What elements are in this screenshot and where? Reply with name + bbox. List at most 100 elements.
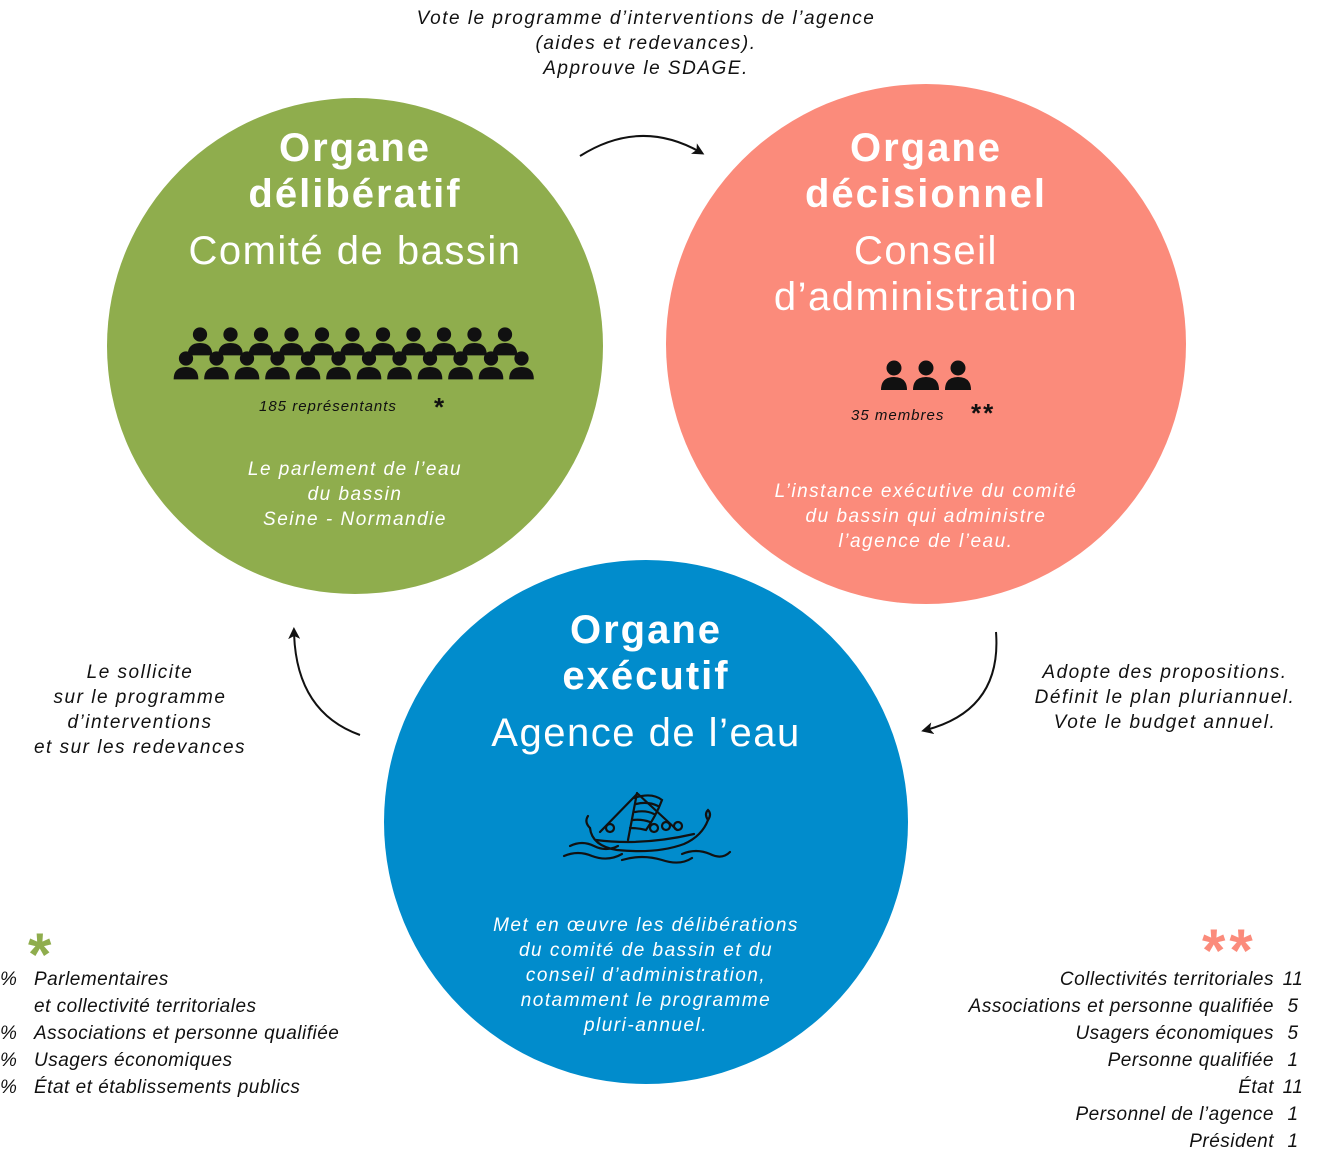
deliberatif-title-line2: délibératif	[248, 172, 462, 216]
legend-right-value: 5	[1287, 996, 1299, 1017]
person-icon	[300, 351, 316, 366]
decisionnel-title: Organe décisionnel	[726, 125, 1126, 217]
legend-right-value: 5	[1287, 1023, 1299, 1044]
deliberatif-subtitle: Comité de bassin	[188, 229, 522, 273]
top-flow-text: Vote le programme d’interventions de l’a…	[346, 6, 946, 81]
decisionnel-subtitle-line2: d’administration	[773, 275, 1079, 319]
deliberatif-desc-line2: du bassin	[307, 484, 403, 505]
person-body	[204, 367, 229, 380]
legend-left-label: Parlementaires	[34, 969, 169, 990]
executif-desc-line5: pluri-annuel.	[583, 1015, 709, 1036]
person-icon	[514, 351, 529, 366]
legend-right-item: Associations et personne qualifiée 5	[969, 993, 1312, 1020]
arrow-left	[288, 627, 361, 736]
legend-left-item: %Usagers économiques	[0, 1047, 339, 1074]
person-icon	[886, 360, 902, 376]
executif-description: Met en œuvre les délibérations du comité…	[446, 913, 846, 1038]
legend-right-label: Personnel de l’agence	[1075, 1104, 1274, 1125]
legend-left: % Parlementaires et collectivité territori…	[0, 966, 339, 1101]
person-body	[945, 377, 971, 390]
person-body	[492, 343, 518, 356]
person-icon	[192, 327, 208, 342]
person-icon	[239, 351, 255, 366]
person-body	[417, 367, 443, 380]
legend-right-star: **	[1202, 921, 1257, 981]
executif-desc-line3: conseil d’administration,	[525, 965, 767, 986]
legend-left-star-text: *	[28, 921, 52, 988]
boat-icon	[562, 791, 732, 864]
top-flow-line3: Approuve le SDAGE.	[543, 58, 749, 79]
executif-subtitle: Agence de l’eau	[491, 711, 801, 755]
person-body	[295, 367, 321, 380]
person-icon	[918, 360, 934, 376]
person-body	[248, 343, 274, 356]
person-icon	[483, 351, 499, 366]
person-body	[913, 377, 939, 390]
deliberatif-title-line1: Organe	[278, 126, 432, 170]
decisionnel-subtitle: Conseil d’administration	[676, 228, 1176, 320]
legend-left-item: et collectivité territoriales	[0, 993, 339, 1020]
arrow-right	[921, 631, 998, 735]
person-body	[234, 367, 260, 380]
decisionnel-circle	[666, 84, 1186, 604]
person-body	[340, 343, 365, 356]
left-flow-line1: Le sollicite	[86, 662, 194, 683]
top-flow-line2: (aides et redevances).	[535, 33, 757, 54]
right-flow-line3: Vote le budget annuel.	[1053, 712, 1277, 733]
person-icon	[497, 327, 513, 342]
legend-left-label: Usagers économiques	[34, 1050, 233, 1071]
legend-left-percent: %	[0, 1023, 18, 1044]
right-flow-line1: Adopte des propositions.	[1042, 662, 1288, 683]
legend-right-value: 1	[1287, 1050, 1299, 1071]
decisionnel-title-line2: décisionnel	[804, 172, 1048, 216]
person-body	[401, 343, 426, 356]
person-body	[309, 343, 335, 356]
left-flow-line2: sur le programme	[53, 687, 227, 708]
legend-right-label: Associations et personne qualifiée	[968, 996, 1274, 1017]
person-body	[218, 343, 243, 356]
person-body	[173, 367, 199, 380]
person-icon	[950, 360, 966, 376]
legend-left-star: *	[28, 925, 51, 985]
person-icon	[406, 327, 421, 342]
decisionnel-description: L’instance exécutive du comité du bassin…	[726, 479, 1126, 554]
deliberatif-desc-line1: Le parlement de l’eau	[247, 459, 463, 480]
legend-left-percent: %	[0, 969, 18, 990]
person-body	[326, 367, 351, 380]
person-icon	[422, 351, 438, 366]
person-body	[279, 343, 304, 356]
legend-right-value: 1	[1287, 1131, 1299, 1152]
deliberatif-title: Organe délibératif	[155, 125, 555, 217]
person-body	[187, 343, 213, 356]
left-flow-line3: d’interventions	[67, 712, 213, 733]
person-icon	[436, 327, 452, 342]
executif-circle	[384, 560, 908, 1084]
executif-title-line2: exécutif	[562, 654, 730, 698]
person-body	[881, 377, 907, 390]
person-body	[356, 367, 382, 380]
decisionnel-star: **	[971, 398, 996, 428]
person-body	[387, 367, 412, 380]
executif-desc-line2: du comité de bassin et du	[518, 940, 774, 961]
legend-left-percent	[0, 993, 34, 1020]
executif-title: Organe exécutif	[446, 607, 846, 699]
person-body	[370, 343, 396, 356]
person-icon	[453, 351, 468, 366]
legend-left-label: État et établissements publics	[34, 1077, 301, 1098]
right-flow-text: Adopte des propositions. Définit le plan…	[1000, 660, 1330, 735]
person-icon	[284, 327, 299, 342]
person-icon	[223, 327, 238, 342]
arrow-top	[579, 135, 705, 157]
person-icon	[375, 327, 391, 342]
person-icon	[178, 351, 194, 366]
executif-desc-line4: notamment le programme	[520, 990, 772, 1011]
left-flow-line4: et sur les redevances	[33, 737, 247, 758]
